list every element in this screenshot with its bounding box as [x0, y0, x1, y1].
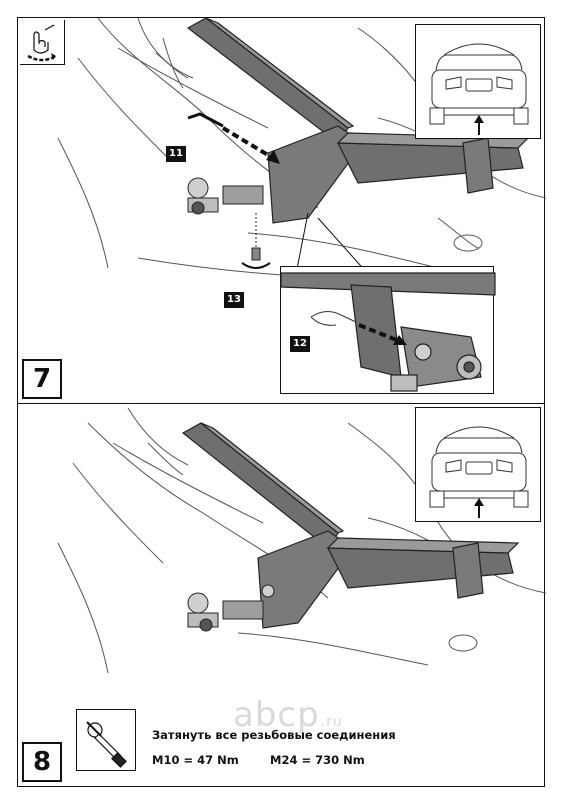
- up-arrow-icon: [474, 498, 484, 506]
- step-7-panel: 11 12 13 7: [18, 17, 547, 404]
- up-arrow-icon: [474, 115, 484, 123]
- car-rear-view-icon: [429, 426, 529, 518]
- step-number-8: 8: [22, 742, 62, 782]
- torque-m24: M24 = 730 Nm: [270, 753, 365, 767]
- torque-wrench-icon: [76, 709, 136, 771]
- vehicle-underbody-drawing-final: [57, 407, 547, 674]
- instruction-sheet: 11 12 13 7: [17, 17, 547, 787]
- callout-12: 12: [290, 336, 310, 352]
- torque-m10: M10 = 47 Nm: [152, 753, 239, 767]
- step-8-panel: abcp.ru Затянуть все резьбовые соединени…: [18, 403, 547, 786]
- hand-tighten-icon: [20, 20, 65, 65]
- watermark: abcp.ru: [233, 695, 343, 735]
- watermark-suffix: .ru: [320, 714, 343, 730]
- car-rear-view-inset-final: [415, 407, 541, 522]
- callout-11: 11: [166, 146, 186, 162]
- callout-13: 13: [224, 292, 244, 308]
- pin-detail-drawing: [280, 272, 496, 392]
- tighten-instruction: Затянуть все резьбовые соединения: [152, 728, 396, 742]
- watermark-main: abcp: [233, 695, 320, 735]
- car-rear-view-inset: [415, 24, 541, 139]
- car-rear-view-icon: [429, 43, 529, 135]
- step-number-7: 7: [22, 359, 62, 399]
- pin-detail-inset: [280, 266, 496, 394]
